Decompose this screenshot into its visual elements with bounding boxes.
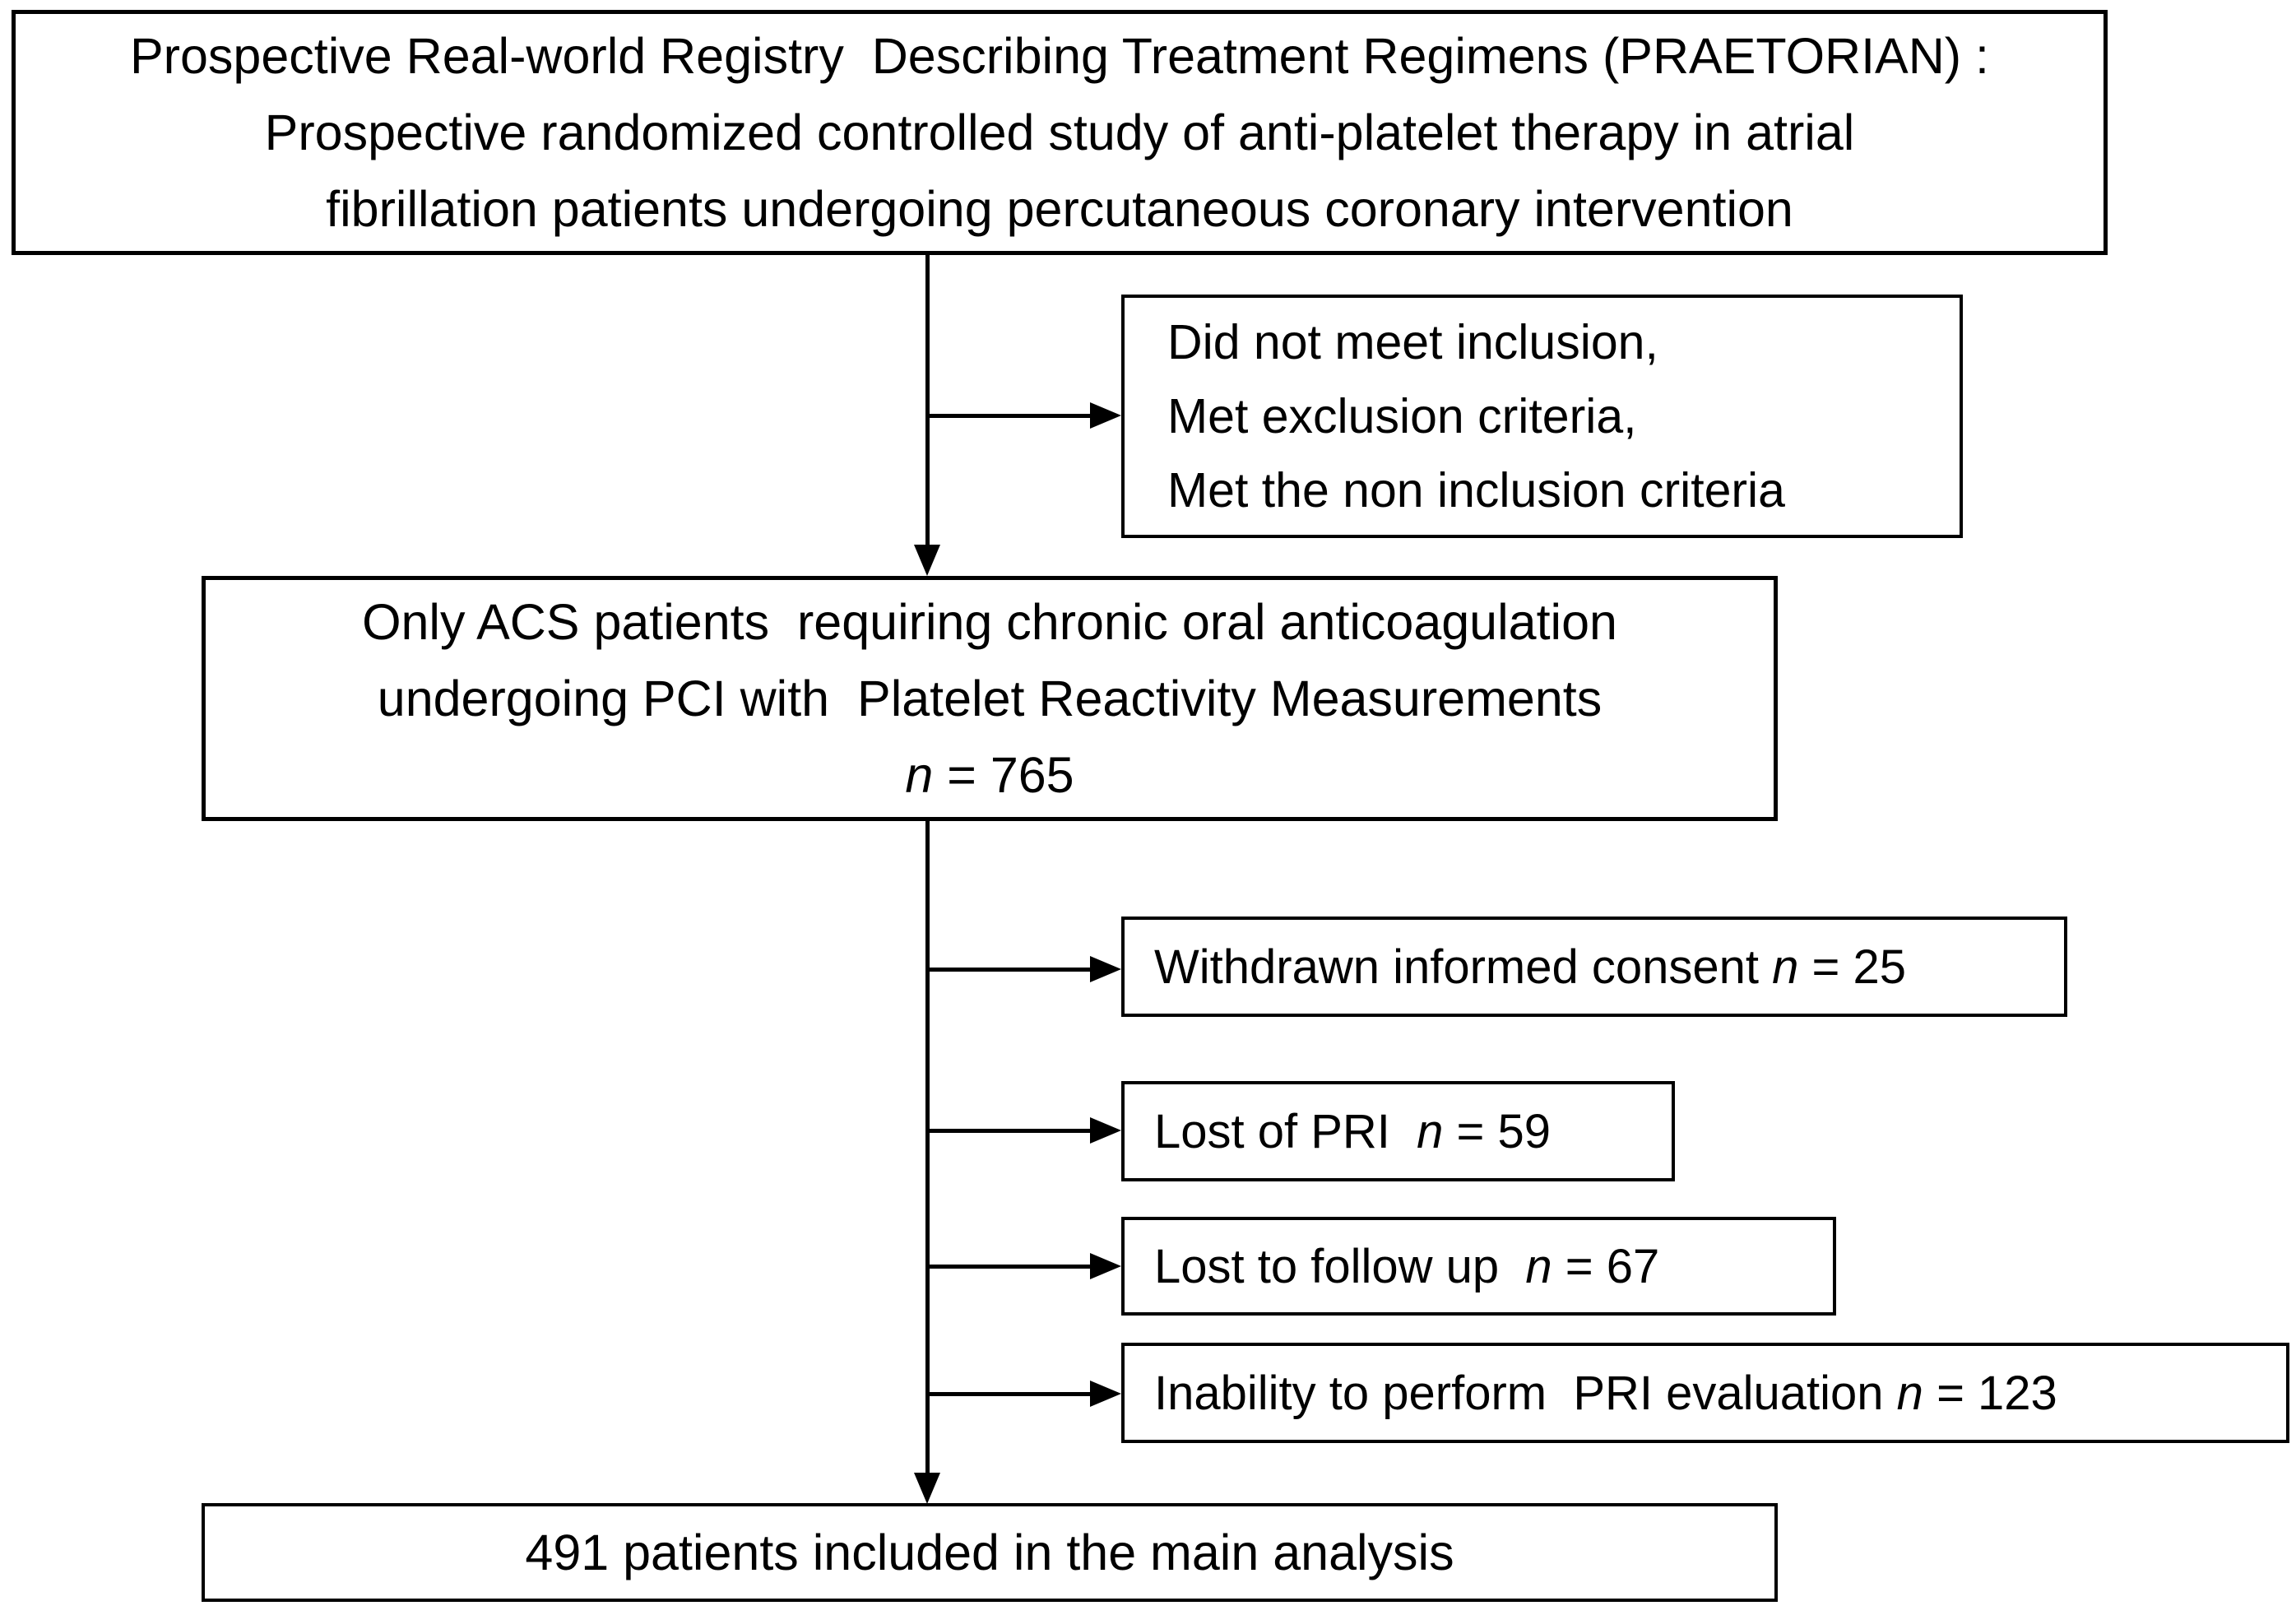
withdrawn-consent-label: Withdrawn informed consent: [1154, 940, 1759, 994]
arrowhead-right-lost-followup: [1090, 1253, 1121, 1279]
exclusion-criteria-box: Did not meet inclusion, Met exclusion cr…: [1121, 295, 1963, 538]
n-symbol: n: [1417, 1104, 1444, 1158]
title-line-3: fibrillation patients undergoing percuta…: [326, 180, 1793, 237]
n-symbol: n: [905, 746, 934, 803]
connector-branch-lost-followup: [927, 1265, 1092, 1269]
arrowhead-right-withdrawn: [1090, 956, 1121, 982]
connector-branch-withdrawn: [927, 968, 1092, 972]
connector-eligible-to-final: [925, 821, 930, 1473]
lost-pri-label: Lost of PRI: [1154, 1104, 1404, 1158]
exclusion-line-1: Did not meet inclusion,: [1167, 315, 1658, 369]
inability-pri-text: Inability to perform PRI evaluation n = …: [1154, 1366, 2057, 1421]
connector-branch-exclusion: [927, 414, 1092, 418]
arrowhead-right-inability: [1090, 1381, 1121, 1407]
n-value: = 25: [1811, 940, 1907, 994]
eligible-n-line: n = 765: [905, 737, 1074, 814]
title-line-1: Prospective Real-world Registry Describi…: [130, 27, 1989, 84]
withdrawn-consent-text: Withdrawn informed consent n = 25: [1154, 940, 1906, 995]
inability-pri-label: Inability to perform PRI evaluation: [1154, 1366, 1884, 1420]
final-analysis-text: 491 patients included in the main analys…: [525, 1525, 1454, 1580]
n-value: = 123: [1937, 1366, 2057, 1420]
connector-branch-inability: [927, 1392, 1092, 1396]
arrowhead-right-lost-pri: [1090, 1117, 1121, 1144]
eligible-line-1: Only ACS patients requiring chronic oral…: [362, 593, 1617, 650]
n-value: = 67: [1565, 1239, 1660, 1293]
title-line-2: Prospective randomized controlled study …: [264, 104, 1855, 160]
arrowhead-right-exclusion: [1090, 402, 1121, 429]
lost-pri-box: Lost of PRI n = 59: [1121, 1081, 1675, 1181]
n-value: = 765: [947, 746, 1074, 803]
inability-pri-box: Inability to perform PRI evaluation n = …: [1121, 1343, 2289, 1443]
final-analysis-box: 491 patients included in the main analys…: [202, 1503, 1778, 1602]
exclusion-line-2: Met exclusion criteria,: [1167, 389, 1637, 443]
lost-followup-box: Lost to follow up n = 67: [1121, 1217, 1836, 1316]
study-title-box: Prospective Real-world Registry Describi…: [12, 10, 2108, 255]
eligible-patients-box: Only ACS patients requiring chronic oral…: [202, 576, 1778, 821]
arrowhead-down-eligible: [914, 545, 940, 576]
n-symbol: n: [1525, 1239, 1552, 1293]
connector-branch-lost-pri: [927, 1129, 1092, 1133]
lost-followup-text: Lost to follow up n = 67: [1154, 1239, 1659, 1294]
connector-title-to-eligible: [925, 255, 930, 546]
exclusion-line-3: Met the non inclusion criteria: [1167, 463, 1785, 517]
eligible-line-2: undergoing PCI with Platelet Reactivity …: [377, 670, 1603, 726]
arrowhead-down-final: [914, 1473, 940, 1504]
n-symbol: n: [1772, 940, 1799, 994]
lost-pri-text: Lost of PRI n = 59: [1154, 1104, 1551, 1159]
lost-followup-label: Lost to follow up: [1154, 1239, 1513, 1293]
withdrawn-consent-box: Withdrawn informed consent n = 25: [1121, 917, 2067, 1017]
n-value: = 59: [1456, 1104, 1552, 1158]
n-symbol: n: [1896, 1366, 1923, 1420]
